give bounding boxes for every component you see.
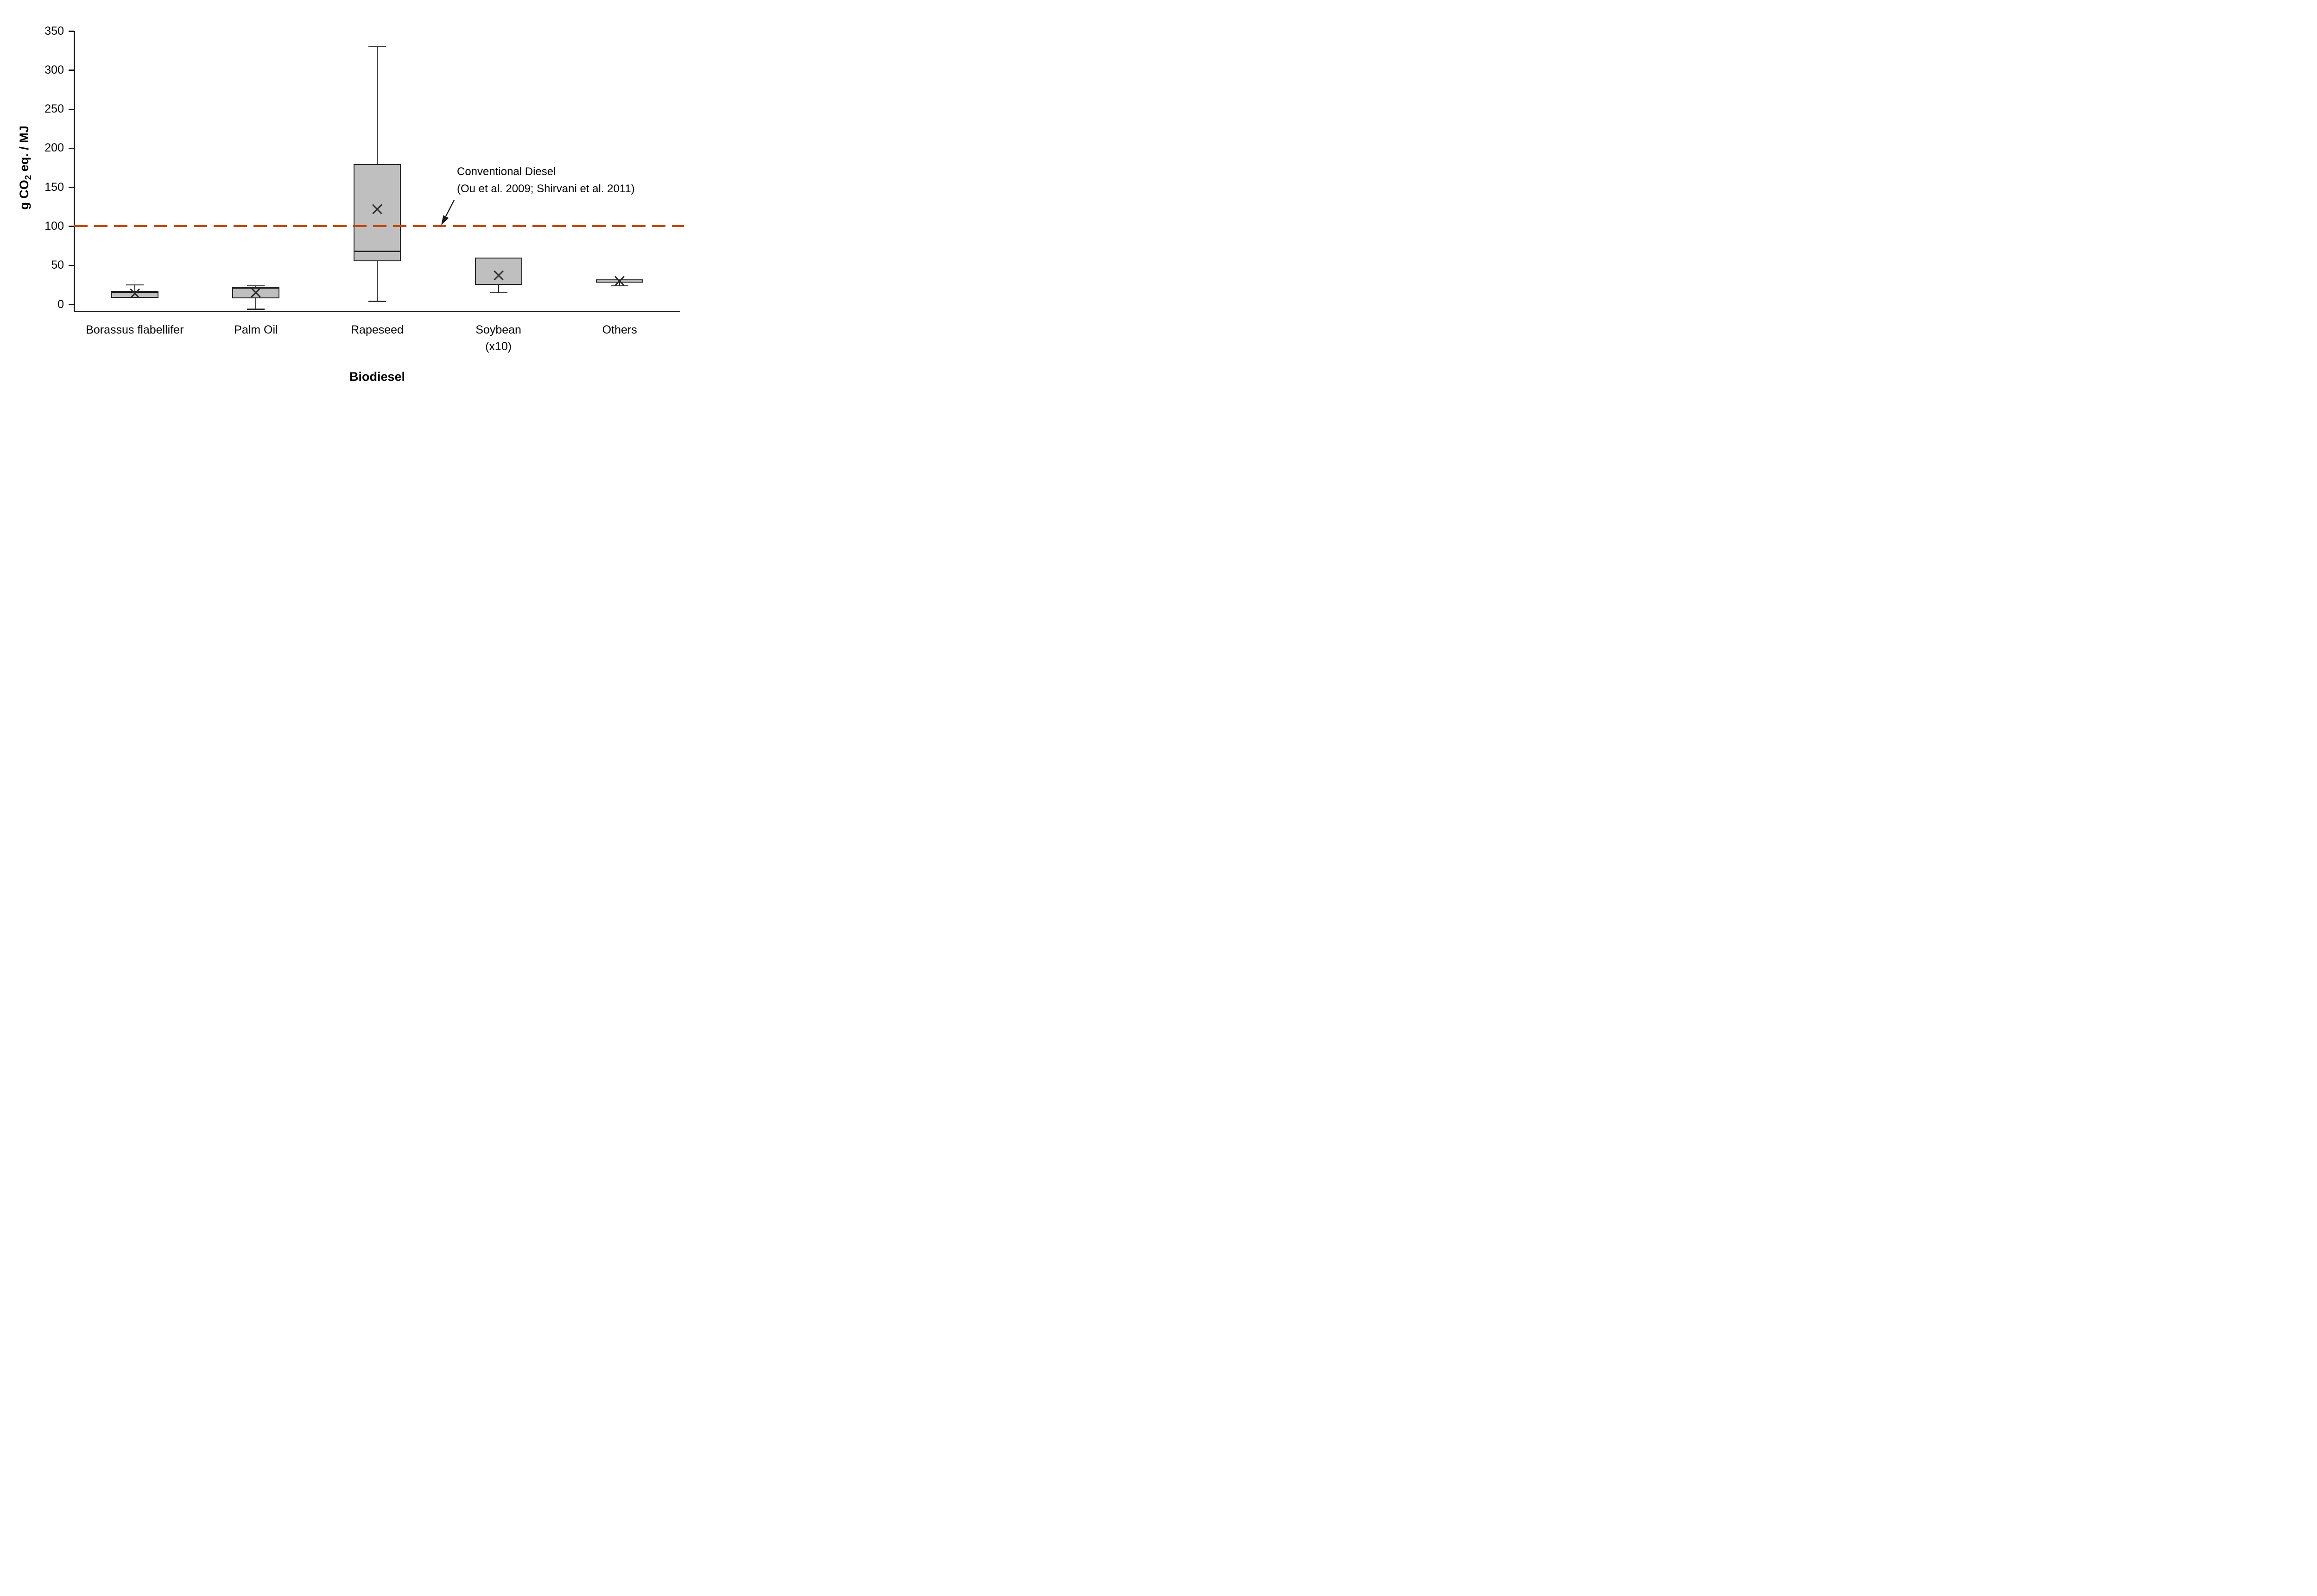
y-tick-mark-50 (69, 265, 74, 266)
y-tick-mark-300 (69, 69, 74, 71)
y-tick-label-350: 350 (44, 24, 64, 38)
whisker-low-line-soybean (498, 284, 499, 293)
category-label-soybean: Soybean (x10) (438, 322, 559, 355)
y-tick-label-300: 300 (44, 63, 64, 76)
category-label-rapeseed: Rapeseed (317, 322, 438, 338)
category-label-text: Palm Oil (234, 323, 278, 336)
annotation-arrow-icon (441, 200, 455, 225)
y-tick-mark-0 (69, 304, 74, 305)
mean-marker-others (613, 274, 626, 287)
y-tick-mark-350 (69, 31, 74, 32)
y-tick-label-200: 200 (44, 141, 64, 155)
median-line-rapeseed (355, 251, 400, 252)
category-label-palm-oil: Palm Oil (196, 322, 317, 338)
whisker-low-cap-palm-oil (247, 309, 265, 310)
mean-marker-palm-oil (249, 286, 262, 299)
whisker-low-cap-others (611, 285, 629, 287)
y-axis-title: g CO2 eq. / MJ (17, 126, 34, 210)
whisker-high-cap-palm-oil (247, 285, 265, 287)
x-axis-line (74, 311, 680, 312)
y-tick-label-250: 250 (44, 102, 64, 116)
mean-marker-rapeseed (371, 202, 384, 215)
whisker-low-line-palm-oil (255, 298, 257, 309)
box-rapeseed (354, 164, 401, 262)
mean-marker-borassus-flabellifer (128, 287, 141, 300)
whisker-low-line-others (619, 282, 620, 286)
whisker-high-line-rapeseed (377, 46, 378, 164)
y-tick-label-50: 50 (51, 259, 64, 272)
median-line-palm-oil (233, 287, 279, 289)
reference-line-annotation: Conventional Diesel (Ou et al. 2009; Shi… (457, 163, 635, 197)
whisker-low-cap-soybean (489, 292, 507, 294)
whisker-high-line-borassus-flabellifer (134, 284, 135, 291)
category-label-borassus-flabellifer: Borassus flabellifer (74, 322, 196, 338)
y-tick-label-150: 150 (44, 180, 64, 194)
category-sublabel-text: (x10) (485, 340, 512, 353)
y-tick-mark-200 (69, 147, 74, 149)
y-axis-line (74, 31, 75, 312)
category-label-others: Others (559, 322, 680, 338)
category-label-text: Others (602, 323, 637, 336)
category-label-text: Rapeseed (350, 323, 404, 336)
y-tick-label-0: 0 (57, 297, 64, 311)
y-tick-mark-150 (69, 187, 74, 188)
annotation-line-2: (Ou et al. 2009; Shirvani et al. 2011) (457, 183, 635, 195)
whisker-low-line-rapeseed (377, 261, 378, 302)
mean-marker-soybean (492, 269, 505, 282)
box-soybean (475, 257, 522, 285)
y-tick-label-100: 100 (44, 219, 64, 233)
category-label-text: Soybean (475, 323, 521, 336)
whisker-high-cap-rapeseed (368, 46, 386, 48)
whisker-high-cap-borassus-flabellifer (126, 284, 144, 286)
whisker-high-line-palm-oil (255, 285, 257, 287)
y-axis-title-post: eq. / MJ (17, 126, 31, 175)
y-axis-title-subscript: 2 (24, 175, 33, 180)
x-axis-title: Biodiesel (349, 370, 405, 384)
reference-line (74, 225, 684, 227)
y-tick-mark-250 (69, 108, 74, 110)
category-label-text: Borassus flabellifer (86, 323, 184, 336)
whisker-low-cap-rapeseed (368, 301, 386, 302)
annotation-line-1: Conventional Diesel (457, 165, 556, 178)
y-tick-mark-100 (69, 226, 74, 227)
y-axis-title-pre: g CO (17, 180, 31, 210)
